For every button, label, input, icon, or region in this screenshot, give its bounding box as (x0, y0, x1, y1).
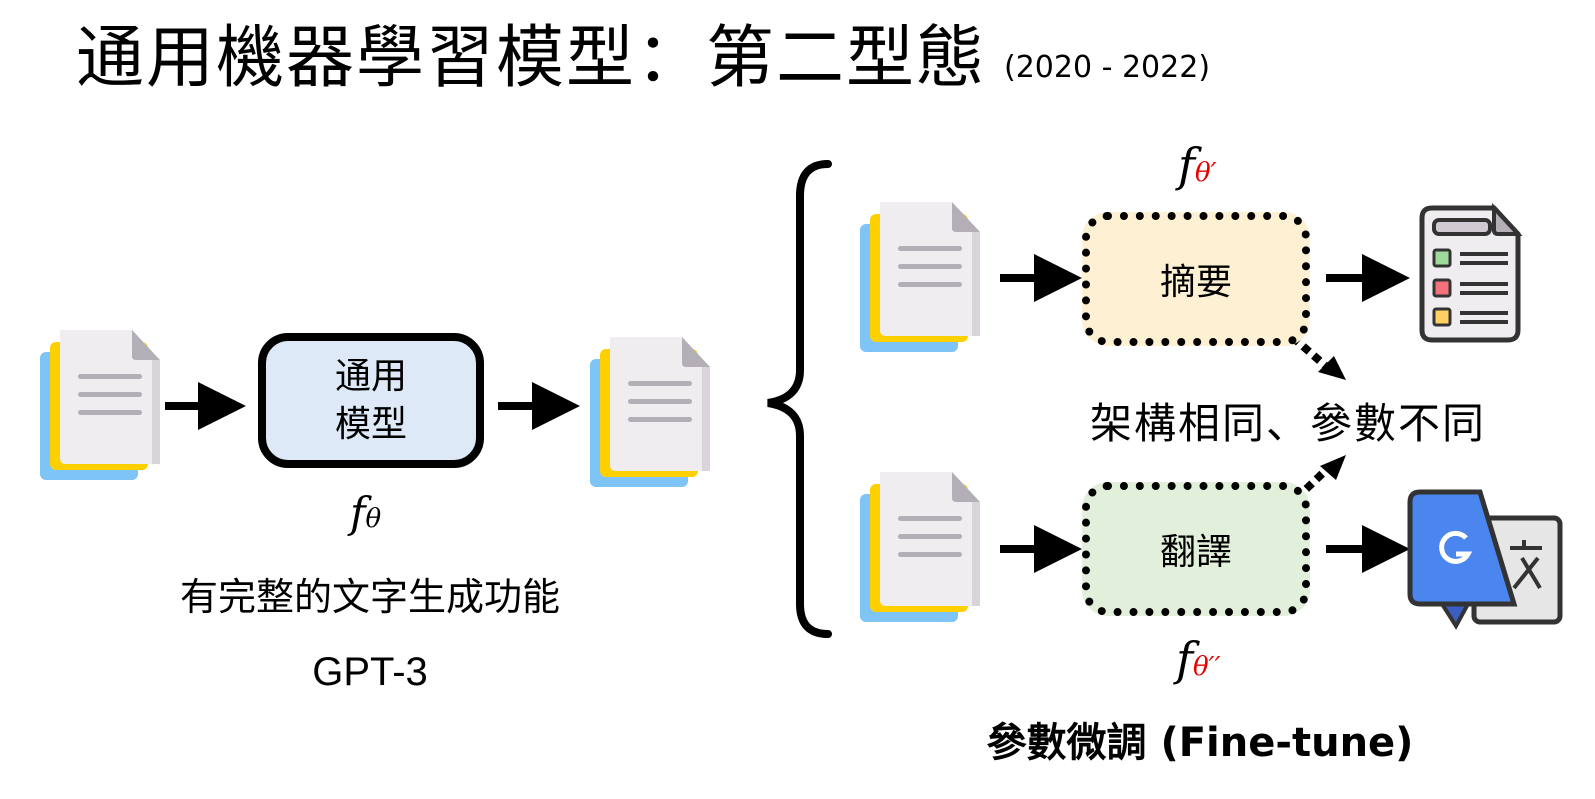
summary-task-box: 摘要 (1082, 212, 1310, 346)
page-title: 通用機器學習模型：第二型態 (2020 - 2022) (76, 14, 1210, 113)
summary-task-label: 摘要 (1159, 262, 1232, 303)
dotted-arrow-summary-to-note (1279, 324, 1331, 372)
model-box-line1: 通用 (334, 355, 407, 397)
input-document-icon (40, 330, 160, 480)
curly-brace (767, 160, 832, 638)
translate-task-box: 翻譯 (1082, 482, 1310, 616)
translate-input-document-icon (860, 472, 980, 622)
func-sub-theta: θ (365, 504, 382, 534)
title-years: (2020 - 2022) (1004, 50, 1211, 85)
model-name: GPT-3 (312, 650, 428, 694)
model-box-line2: 模型 (334, 403, 407, 445)
func-f: f (350, 488, 366, 537)
model-description: 有完整的文字生成功能 (179, 575, 560, 619)
architecture-note: 架構相同、參數不同 (1090, 399, 1487, 448)
google-translate-icon (1407, 489, 1563, 630)
general-model-box: 通用 模型 (258, 333, 484, 468)
func-f: f (1178, 138, 1196, 192)
func-sub-theta-double-prime: θ′′ (1193, 652, 1221, 682)
translate-function-label: fθ′′ (1176, 632, 1221, 686)
output-document-icon (590, 337, 710, 487)
summary-function-label: fθ′ (1178, 138, 1217, 192)
dotted-arrow-head-top (1318, 356, 1346, 380)
func-f: f (1176, 632, 1194, 686)
fine-tune-caption: 參數微調 (Fine-tune) (986, 720, 1414, 766)
dotted-arrow-head-bottom (1320, 455, 1346, 480)
checklist-document-icon (1419, 202, 1523, 343)
model-function-label: fθ (350, 488, 381, 537)
func-sub-theta-prime: θ′ (1195, 158, 1217, 188)
translate-task-label: 翻譯 (1159, 532, 1232, 573)
title-main: 通用機器學習模型：第二型態 (76, 19, 987, 98)
summary-input-document-icon (860, 202, 980, 352)
